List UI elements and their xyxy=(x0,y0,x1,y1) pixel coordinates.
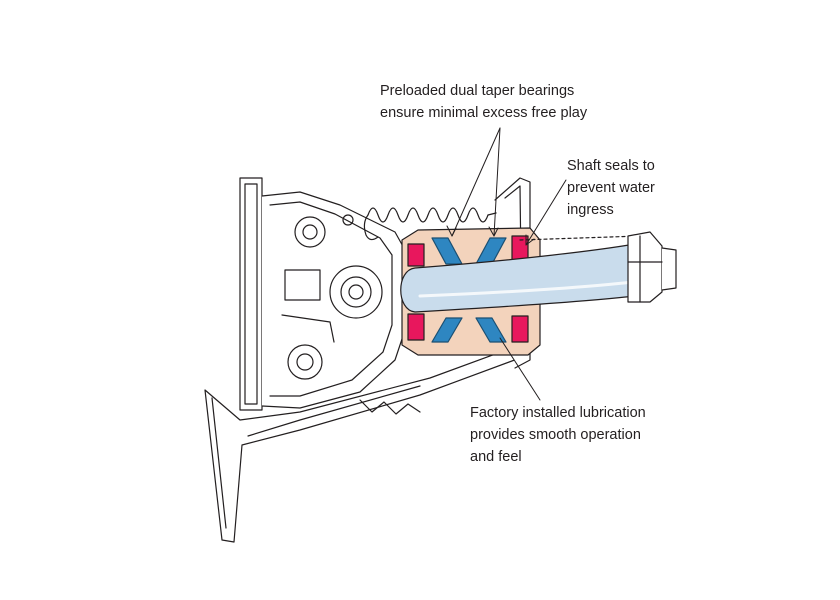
callout-bearings-line1: Preloaded dual taper bearings xyxy=(380,83,575,99)
shaft-nut xyxy=(627,231,677,303)
callout-lubrication-line2: provides smooth operation xyxy=(470,427,641,443)
callout-bearings: Preloaded dual taper bearings ensure min… xyxy=(380,80,587,124)
callout-seals-line1: Shaft seals to xyxy=(567,158,655,174)
leader-lines xyxy=(446,127,567,401)
callout-bearings-line2: ensure minimal excess free play xyxy=(380,105,588,121)
callout-seals-line3: ingress xyxy=(567,202,614,218)
callout-lubrication: Factory installed lubrication provides s… xyxy=(470,402,646,468)
mounting-bolts xyxy=(281,214,383,380)
callout-lubrication-line3: and feel xyxy=(470,449,522,465)
callout-seals: Shaft seals to prevent water ingress xyxy=(567,155,655,221)
pedal-arm xyxy=(204,344,521,543)
shaft-seals xyxy=(407,235,529,343)
shaft xyxy=(400,235,641,313)
callout-seals-line2: prevent water xyxy=(567,180,655,196)
callout-lubrication-line1: Factory installed lubrication xyxy=(470,405,646,421)
